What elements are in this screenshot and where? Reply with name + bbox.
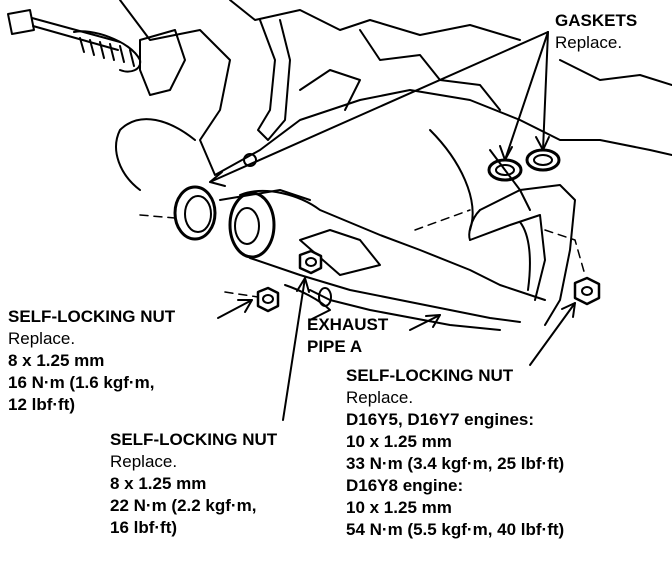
nut-center-size: 8 x 1.25 mm bbox=[110, 474, 207, 493]
nut-center-note: Replace. bbox=[110, 452, 178, 471]
nut-right-label: SELF-LOCKING NUT Replace. D16Y5, D16Y7 e… bbox=[346, 365, 564, 541]
nut-right-title: SELF-LOCKING NUT bbox=[346, 366, 514, 385]
nut-left-note: Replace. bbox=[8, 329, 76, 348]
nut-left-label: SELF-LOCKING NUT Replace. 8 x 1.25 mm 16… bbox=[8, 306, 175, 416]
nut-right-size-a: 10 x 1.25 mm bbox=[346, 432, 452, 451]
nut-left-size: 8 x 1.25 mm bbox=[8, 351, 105, 370]
nut-right-engines-b: D16Y8 engine: bbox=[346, 476, 464, 495]
nut-right-engines-a: D16Y5, D16Y7 engines: bbox=[346, 410, 535, 429]
flange-gasket-ring bbox=[173, 185, 217, 241]
exhaust-pipe-a bbox=[228, 184, 576, 331]
nut-left-torque1: 16 N·m (1.6 kgf·m, bbox=[8, 373, 155, 392]
nut-right bbox=[573, 276, 601, 306]
leader-lines bbox=[209, 31, 576, 421]
alignment-guides bbox=[139, 209, 586, 298]
gasket-pair bbox=[487, 148, 561, 182]
nut-center-torque2: 16 lbf·ft) bbox=[110, 518, 178, 537]
gaskets-title: GASKETS bbox=[555, 11, 638, 30]
nut-center-label: SELF-LOCKING NUT Replace. 8 x 1.25 mm 22… bbox=[110, 429, 277, 539]
exhaust-pipe-line1: EXHAUST bbox=[307, 315, 389, 334]
nut-right-torque-a: 33 N·m (3.4 kgf·m, 25 lbf·ft) bbox=[346, 454, 565, 473]
engine-block bbox=[115, 0, 672, 231]
nut-center-torque1: 22 N·m (2.2 kgf·m, bbox=[110, 496, 257, 515]
gaskets-label: GASKETS Replace. bbox=[555, 10, 637, 54]
nut-center-title: SELF-LOCKING NUT bbox=[110, 430, 278, 449]
exhaust-pipe-line2: PIPE A bbox=[307, 337, 363, 356]
gaskets-note: Replace. bbox=[555, 33, 623, 52]
nut-left-title: SELF-LOCKING NUT bbox=[8, 307, 176, 326]
nut-center bbox=[298, 249, 323, 275]
nut-left-torque2: 12 lbf·ft) bbox=[8, 395, 76, 414]
nut-right-torque-b: 54 N·m (5.5 kgf·m, 40 lbf·ft) bbox=[346, 520, 565, 539]
nut-left bbox=[256, 286, 280, 313]
exhaust-pipe-label: EXHAUST PIPE A bbox=[307, 314, 388, 358]
spring-bolt bbox=[7, 9, 186, 96]
nut-right-note: Replace. bbox=[346, 388, 414, 407]
nut-right-size-b: 10 x 1.25 mm bbox=[346, 498, 452, 517]
